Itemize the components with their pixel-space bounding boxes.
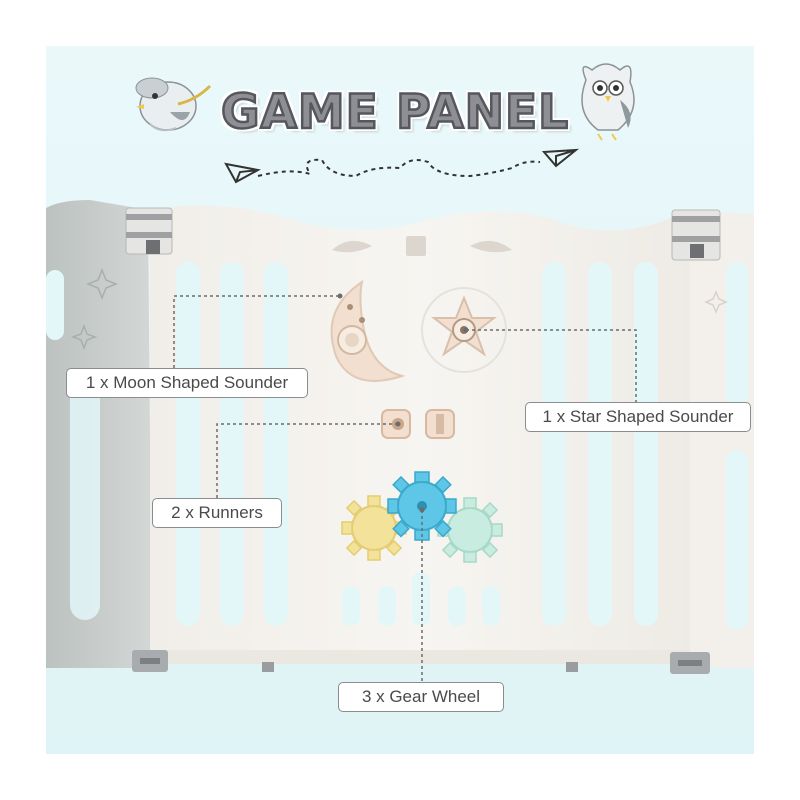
game-panel-board [150, 205, 692, 672]
moon-eye-icon [359, 317, 365, 323]
paper-plane-icon [541, 148, 580, 168]
moon-sounder-label: 1 x Moon Shaped Sounder [66, 368, 308, 398]
leader-star [466, 329, 637, 402]
page-title: GAME PANEL [220, 83, 570, 141]
leader-lines [173, 293, 637, 682]
star-emboss-icon [70, 323, 98, 351]
left-side-panel [46, 200, 152, 668]
leader-runners [216, 423, 398, 498]
gear-wheels [341, 471, 503, 563]
owl-illustration [581, 63, 635, 141]
runners-label: 2 x Runners [152, 498, 282, 528]
hinge-bottom-right [670, 652, 710, 674]
flight-path-decoration [224, 148, 580, 184]
star-sounder-label: 1 x Star Shaped Sounder [525, 402, 751, 432]
paper-plane-icon [224, 162, 261, 184]
right-side-panel [690, 210, 754, 668]
star-emboss-icon [704, 290, 728, 314]
bird-illustration [135, 77, 212, 132]
star-sounder [421, 287, 507, 373]
leader-moon [173, 295, 340, 368]
moon-eye-icon [347, 304, 353, 310]
hinge-top-right [671, 209, 721, 261]
star-emboss-icon [85, 267, 119, 301]
hinge-top-left [125, 207, 173, 255]
gear-wheel-label: 3 x Gear Wheel [338, 682, 504, 712]
moon-sounder [330, 279, 406, 382]
hinge-bottom-left [132, 650, 168, 672]
